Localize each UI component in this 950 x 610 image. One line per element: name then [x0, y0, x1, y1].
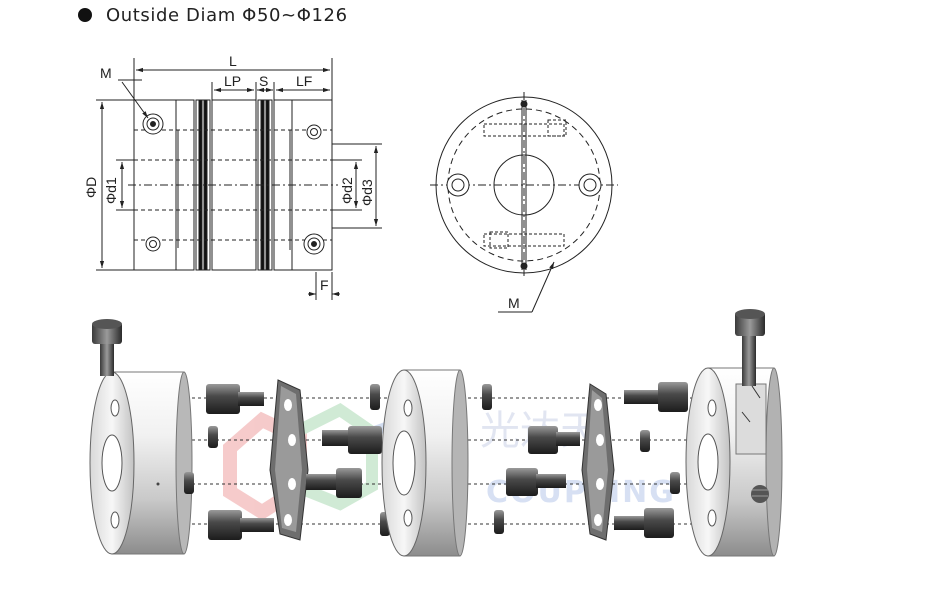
page-heading: Outside Diam Φ50~Φ126 — [78, 4, 348, 26]
socket-head-screw-icon — [658, 382, 688, 412]
exploded-view — [89, 309, 783, 557]
left-hub — [89, 319, 193, 555]
side-view-labels: L LP S LF F M ΦD Φd1 Φd2 Φd3 — [83, 53, 375, 293]
dim-M-front: M — [508, 295, 520, 311]
center-spacer — [381, 369, 469, 557]
dim-L: L — [229, 53, 237, 69]
front-view-drawing — [430, 92, 618, 313]
dim-LF: LF — [296, 73, 312, 89]
screws-middle-left — [306, 384, 390, 536]
screws-right — [614, 382, 688, 538]
dim-LP: LP — [224, 73, 241, 89]
socket-head-screw-icon — [528, 426, 558, 454]
dim-F: F — [320, 277, 329, 293]
dim-d3: Φd3 — [359, 179, 375, 206]
right-hub — [685, 309, 783, 557]
left-flange-disc — [269, 379, 309, 541]
socket-head-screw-icon — [644, 508, 674, 538]
nuts-left — [184, 384, 274, 540]
dim-d2: Φd2 — [339, 177, 355, 204]
heading-text: Outside Diam Φ50~Φ126 — [106, 4, 348, 26]
nuts-right-of-spacer — [482, 384, 580, 534]
dim-M-side: M — [100, 65, 112, 81]
dim-d1: Φd1 — [103, 177, 119, 204]
dim-OD: ΦD — [83, 177, 99, 198]
socket-head-screw-icon — [348, 426, 382, 454]
right-flange-disc — [581, 383, 615, 541]
dim-S: S — [259, 73, 268, 89]
socket-head-screw-icon — [742, 328, 756, 386]
socket-head-screw-icon — [206, 384, 240, 414]
socket-head-screw-icon — [208, 510, 242, 540]
bullet-icon — [78, 8, 92, 22]
side-view-drawing — [96, 58, 382, 300]
